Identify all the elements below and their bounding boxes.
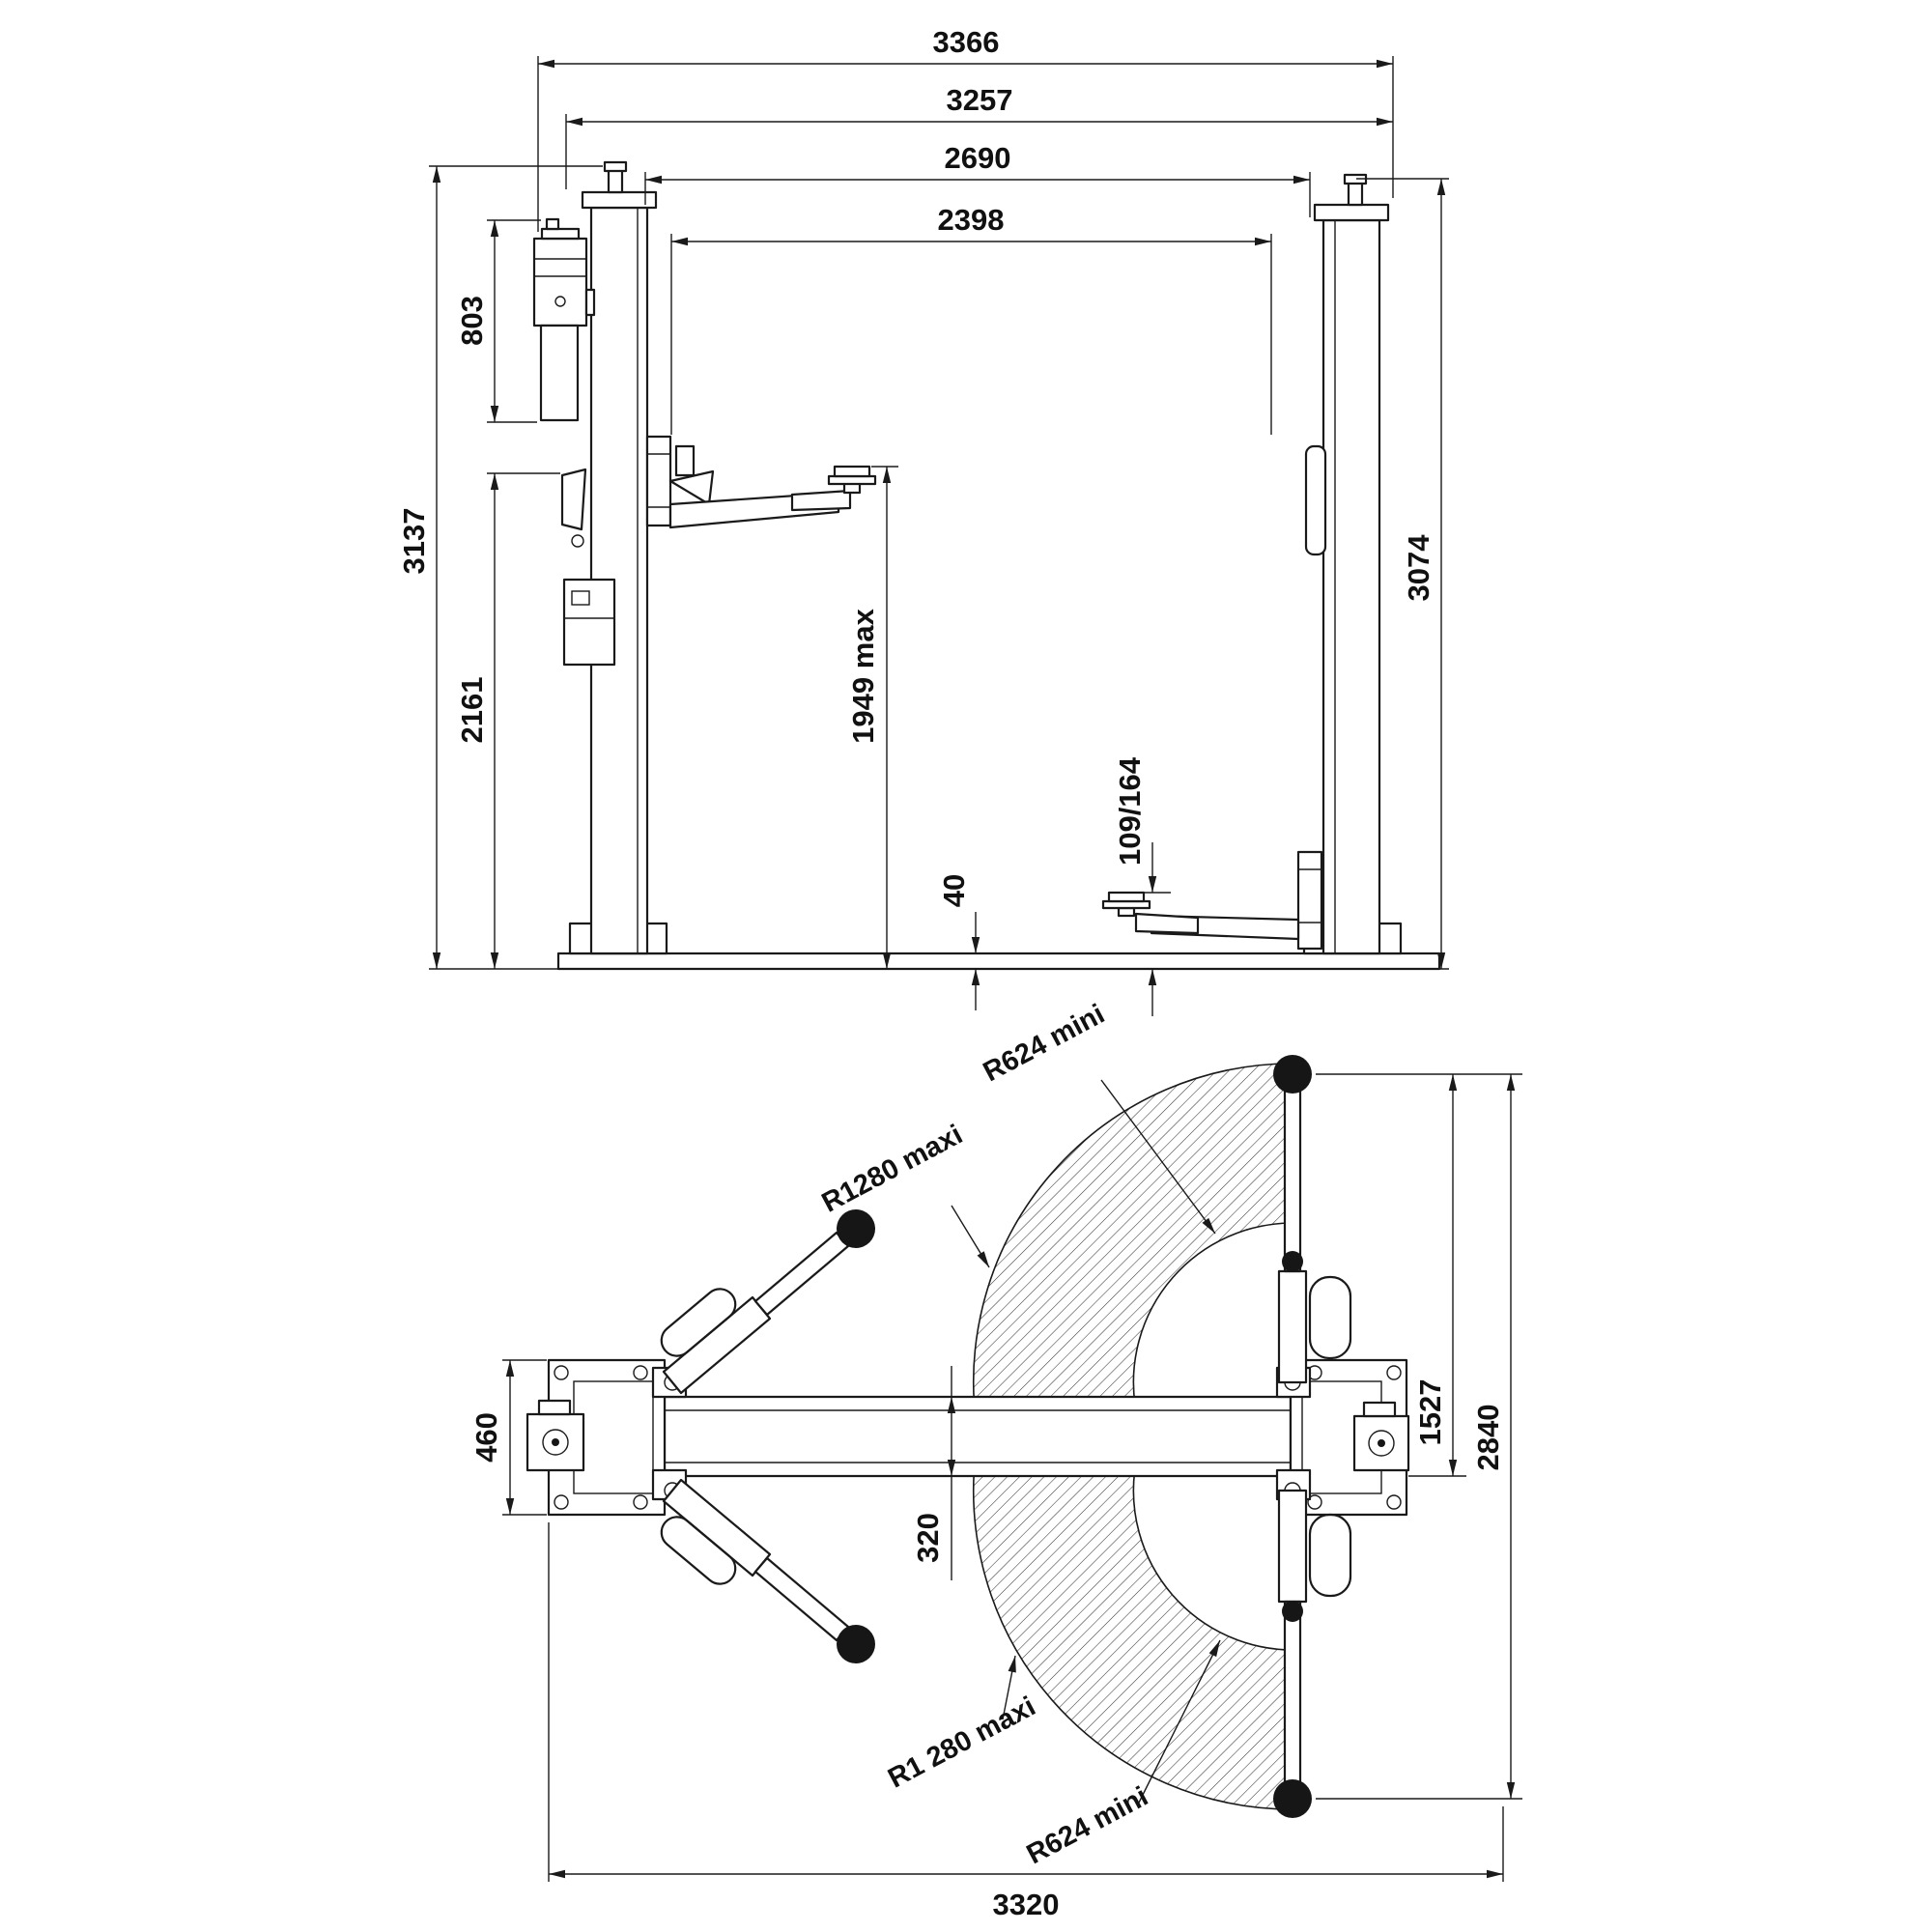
label-r1280-maxi-bottom: R1 280 maxi [883, 1691, 1040, 1795]
upper-right-pad [1273, 1055, 1312, 1094]
label-r624-mini-top: R624 mini [979, 999, 1110, 1089]
dim-3257: 3257 [947, 83, 1013, 117]
lower-left-pad [837, 1625, 875, 1663]
dim-109-164: 109/164 [1113, 756, 1147, 866]
dim-460: 460 [469, 1412, 503, 1463]
dim-3366: 3366 [933, 25, 1000, 59]
front-dimensions: 3366 3257 2690 2398 803 3137 [397, 25, 1449, 1016]
dim-40: 40 [937, 874, 971, 907]
left-arms-plan [660, 1209, 875, 1663]
label-r1280-maxi-top: R1280 maxi [817, 1119, 968, 1218]
label-r624-mini-bottom: R624 mini [1022, 1781, 1153, 1871]
plan-dimensions: 460 320 1527 2840 3320 [469, 1073, 1522, 1921]
upper-swing-sector [972, 1063, 1293, 1428]
dim-2840: 2840 [1471, 1405, 1505, 1471]
motor-unit-plan-right [1352, 1401, 1410, 1472]
right-column [1304, 173, 1390, 955]
left-column [560, 160, 658, 955]
dim-3320: 3320 [993, 1888, 1060, 1921]
dim-2161: 2161 [455, 677, 489, 744]
base-beam [663, 1395, 1293, 1478]
dim-2690: 2690 [945, 141, 1011, 175]
motor-unit [532, 217, 596, 422]
right-arms-plan [1273, 1055, 1352, 1818]
dim-3137: 3137 [397, 508, 431, 575]
dim-2398: 2398 [938, 203, 1005, 237]
plan-view: R624 mini R1280 maxi R1 280 maxi R624 mi… [469, 999, 1522, 1921]
dim-1527: 1527 [1413, 1379, 1447, 1446]
arm-swing-sectors [972, 1063, 1293, 1810]
raised-carriage-arm [645, 435, 877, 529]
dim-803: 803 [455, 296, 489, 346]
upper-left-pad [837, 1209, 875, 1248]
dim-3074: 3074 [1402, 534, 1435, 602]
left-post-plan [526, 1358, 688, 1517]
front-elevation-view: 3366 3257 2690 2398 803 3137 [397, 25, 1449, 1016]
lower-swing-sector [972, 1445, 1293, 1810]
motor-unit-plan-left [526, 1399, 585, 1472]
lowered-carriage-arm [1101, 850, 1323, 951]
dim-320: 320 [911, 1513, 945, 1563]
lower-right-pad [1273, 1779, 1312, 1818]
dim-1949-max: 1949 max [846, 608, 880, 743]
